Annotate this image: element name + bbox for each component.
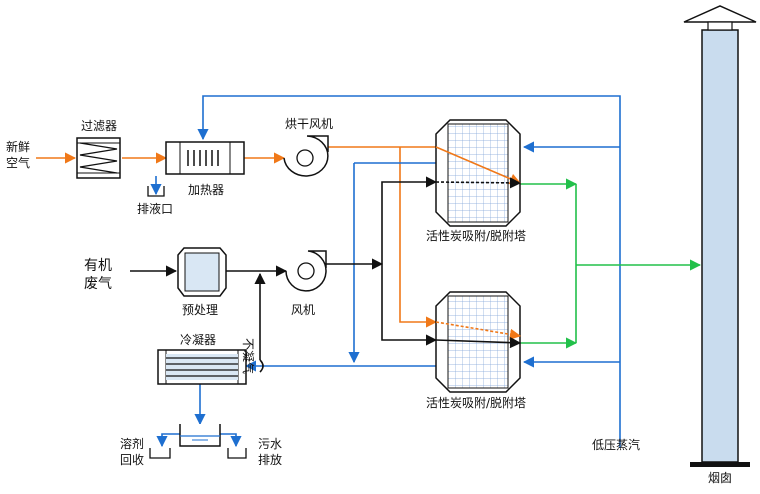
organic-gas-label-1: 有机: [84, 258, 112, 274]
separator-tank: [149, 424, 247, 459]
wastewater-label-2: 排放: [258, 452, 282, 467]
steam-lines: [150, 95, 621, 448]
fresh-air-label-2: 空气: [6, 155, 30, 170]
organic-gas-label-2: 废气: [84, 276, 112, 292]
heater-label: 加热器: [188, 183, 224, 197]
filter-label: 过滤器: [81, 119, 117, 133]
fan-unit: [285, 250, 327, 292]
condenser-label: 冷凝器: [180, 332, 216, 347]
tower-bottom-label: 活性炭吸附/脱附塔: [426, 395, 526, 410]
condenser-unit: [157, 349, 247, 385]
tower-top-label: 活性炭吸附/脱附塔: [426, 228, 526, 243]
fresh-air-label-1: 新鲜: [6, 139, 30, 154]
chimney-label: 烟囱: [708, 471, 732, 485]
wastewater-label-1: 污水: [258, 437, 282, 451]
clean-air-lines: [520, 178, 702, 349]
non-condensable-label: 不凝气: [241, 338, 256, 374]
adsorption-tower-top: [435, 119, 521, 227]
pretreatment-unit: [177, 247, 227, 297]
drain-outlet-label: 排液口: [137, 201, 173, 216]
fan-label: 风机: [291, 303, 315, 317]
heater-unit: [147, 141, 245, 197]
filter-unit: [76, 137, 121, 179]
tower-inlet-arrows: [435, 146, 522, 349]
solvent-recovery-label-1: 溶剂: [120, 436, 144, 451]
chimney-unit: [683, 5, 757, 467]
solvent-recovery-label-2: 回收: [120, 453, 144, 467]
pretreatment-label: 预处理: [182, 303, 218, 317]
drying-fan-label: 烘干风机: [285, 117, 333, 131]
drying-fan-unit: [283, 135, 329, 177]
steam-label: 低压蒸汽: [592, 437, 640, 452]
